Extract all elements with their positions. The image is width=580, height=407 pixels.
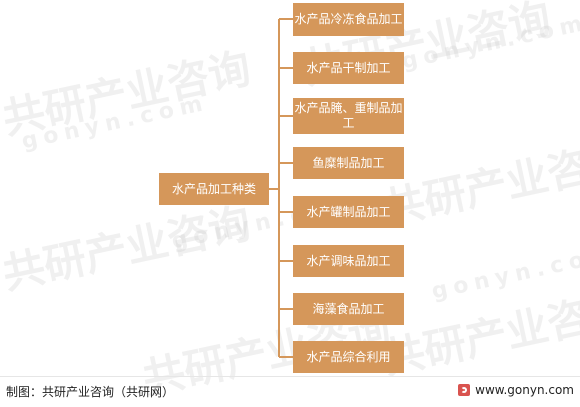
category-box-surimi: 鱼糜制品加工 — [293, 147, 404, 179]
category-box-seaweed: 海藻食品加工 — [293, 293, 404, 325]
footer-divider — [0, 376, 580, 377]
root-category-box: 水产品加工种类 — [159, 173, 269, 205]
source-caption: 制图：共研产业咨询（共研网） — [6, 385, 175, 399]
gonyn-logo-icon — [458, 384, 471, 396]
category-box-cured: 水产品腌、重制品加工 — [293, 98, 404, 134]
category-box-canned: 水产罐制品加工 — [293, 196, 404, 228]
category-box-utilization: 水产品综合利用 — [293, 341, 404, 373]
category-box-frozen: 水产品冷冻食品加工 — [293, 3, 404, 36]
category-box-seasoning: 水产调味品加工 — [293, 245, 404, 277]
site-credit: www.gonyn.com — [458, 383, 574, 397]
site-url: www.gonyn.com — [475, 383, 574, 397]
category-box-dried: 水产品干制加工 — [293, 52, 404, 84]
